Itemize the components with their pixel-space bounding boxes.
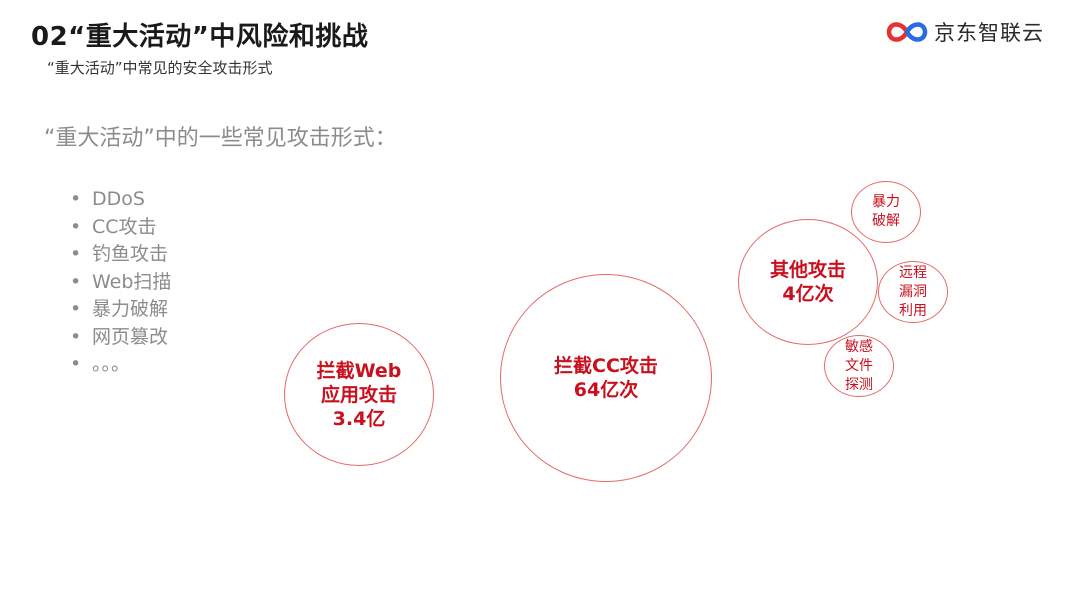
list-item: 网页篡改 (68, 324, 171, 352)
attack-type-list: DDoS CC攻击 钓鱼攻击 Web扫描 暴力破解 网页篡改 。。。 (68, 186, 171, 379)
bubble-sensitive-file: 敏感 文件 探测 (824, 335, 894, 397)
bubble-remote-exploit: 远程 漏洞 利用 (878, 261, 948, 323)
logo-text: 京东智联云 (934, 21, 1044, 45)
list-item: DDoS (68, 186, 171, 214)
bubble-sensitive-label: 敏感 文件 探测 (845, 338, 873, 393)
bubble-cc-label: 拦截CC攻击 64亿次 (554, 355, 658, 401)
bubble-brute-force: 暴力 破解 (851, 181, 921, 243)
bubble-other-attacks: 其他攻击 4亿次 (738, 219, 878, 345)
slide-title: 02“重大活动”中风险和挑战 (31, 22, 369, 52)
brand-logo: 京东智联云 (884, 14, 1044, 50)
list-item: CC攻击 (68, 214, 171, 242)
list-item: 。。。 (68, 351, 171, 379)
list-item: 钓鱼攻击 (68, 241, 171, 269)
list-item: 暴力破解 (68, 296, 171, 324)
intro-text: “重大活动”中的一些常见攻击形式： (44, 126, 397, 151)
cloud-logo-icon (886, 22, 928, 42)
bubble-other-label: 其他攻击 4亿次 (769, 259, 846, 305)
bubble-web-label: 拦截Web 应用攻击 3.4亿 (316, 359, 402, 430)
bubble-brute-label: 暴力 破解 (872, 194, 900, 229)
slide-subtitle: “重大活动”中常见的安全攻击形式 (47, 59, 273, 77)
list-item: Web扫描 (68, 269, 171, 297)
bubble-remote-label: 远程 漏洞 利用 (899, 264, 927, 319)
bubble-cc-attacks: 拦截CC攻击 64亿次 (500, 274, 712, 482)
bubble-web-attacks: 拦截Web 应用攻击 3.4亿 (284, 323, 434, 466)
